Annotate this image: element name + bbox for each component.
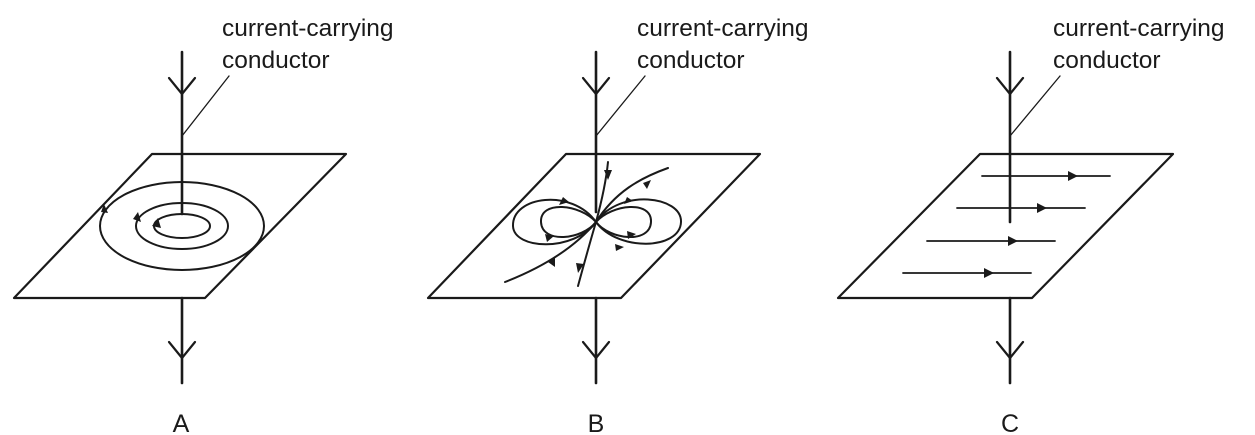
dipole-field-lines: [504, 161, 683, 287]
conductor-label-line1: current-carrying: [222, 15, 394, 42]
field-arrowhead: [545, 234, 554, 242]
horizontal-plane: [836, 152, 1175, 300]
field-line-radial: [595, 161, 609, 223]
field-line-middle: [135, 202, 229, 250]
field-arrowhead: [1068, 171, 1078, 181]
panel-label: B: [588, 410, 605, 435]
field-line-radial: [504, 221, 597, 283]
conductor-label-line1: current-carrying: [1053, 15, 1225, 42]
current-arrow-bottom: [167, 340, 197, 360]
horizontal-plane: [12, 152, 348, 300]
field-arrowhead: [576, 263, 584, 273]
horizontal-plane: [426, 152, 762, 300]
diagram-a: current-carrying conductor A: [12, 15, 394, 435]
field-line-inner: [153, 213, 211, 239]
conductor-label-line2: conductor: [637, 47, 745, 74]
current-arrow-bottom: [995, 340, 1025, 360]
field-arrowhead: [101, 204, 108, 213]
field-line-radial: [577, 221, 597, 287]
field-arrowhead: [624, 197, 633, 204]
field-line-radial: [595, 167, 669, 223]
field-arrowhead: [643, 180, 651, 189]
current-arrow-top: [167, 76, 197, 96]
field-loop-inner-left: [539, 206, 597, 238]
field-arrowhead: [1037, 203, 1047, 213]
field-arrowhead: [615, 244, 624, 251]
straight-field-lines: [902, 171, 1111, 278]
conductor-label-line2: conductor: [222, 47, 330, 74]
field-arrowhead: [1008, 236, 1018, 246]
circular-field-lines: [99, 181, 265, 271]
field-arrowhead: [548, 257, 555, 267]
field-arrowhead: [152, 218, 161, 228]
label-leader-line: [595, 75, 646, 137]
label-leader-line: [181, 75, 230, 137]
field-arrowhead: [984, 268, 994, 278]
label-leader-line: [1009, 75, 1061, 137]
panel-label: C: [1001, 410, 1019, 435]
field-loop-inner-right: [595, 206, 653, 238]
conductor-label-line1: current-carrying: [637, 15, 809, 42]
field-arrowhead: [604, 170, 612, 180]
panel-label: A: [173, 410, 190, 435]
diagram-c: current-carrying conductor C: [836, 15, 1225, 435]
current-arrow-top: [995, 76, 1025, 96]
conductor-label-line2: conductor: [1053, 47, 1161, 74]
field-arrowhead: [627, 231, 636, 239]
current-arrow-top: [581, 76, 611, 96]
field-arrowhead: [559, 197, 569, 205]
current-arrow-bottom: [581, 340, 611, 360]
field-line-outer: [99, 181, 265, 271]
diagram-b: current-carrying conductor B: [426, 15, 809, 435]
field-arrowhead: [133, 212, 141, 222]
